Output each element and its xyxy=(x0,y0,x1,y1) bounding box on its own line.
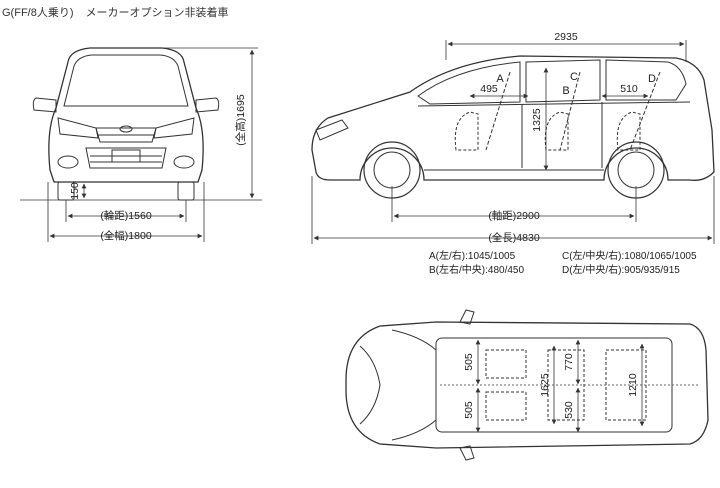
legend-c: C(左/中央/右):1080/1065/1005 xyxy=(562,251,697,262)
overall-height-label: (全高)1695 xyxy=(234,94,247,146)
dim-1325-label: 1325 xyxy=(531,108,543,132)
front-seat-top-label: 505 xyxy=(463,353,475,371)
center-width-label: 1625 xyxy=(539,373,551,397)
front-dimensions xyxy=(20,47,262,242)
ground-clearance-label: 150 xyxy=(69,182,81,200)
mid-seat-bottom-label: 530 xyxy=(563,401,575,419)
marker-b: B xyxy=(562,85,569,97)
legend-a: A(左/右):1045/1005 xyxy=(429,251,516,262)
overall-width-label: (全幅)1800 xyxy=(100,229,152,242)
diagram-header: G(FF/8人乗り) メーカーオプション非装着車 xyxy=(2,4,229,20)
interior-length-label: 2935 xyxy=(554,31,578,43)
marker-c: C xyxy=(570,71,578,83)
marker-d: D xyxy=(648,73,656,85)
side-view xyxy=(311,55,715,199)
mid-seat-top-label: 770 xyxy=(563,353,575,371)
marker-a: A xyxy=(496,73,504,85)
option-note: メーカーオプション非装着車 xyxy=(85,7,229,19)
front-seat-bottom-label: 505 xyxy=(463,401,475,419)
side-dimensions xyxy=(311,40,715,244)
top-view xyxy=(345,309,709,461)
legend-b: B(左右/中央):480/450 xyxy=(429,265,525,276)
track-label: (輪距)1560 xyxy=(100,209,152,222)
overall-length-label: (全長)4830 xyxy=(488,231,540,244)
dim-495-label: 495 xyxy=(480,83,498,95)
dim-510-label: 510 xyxy=(620,83,638,95)
legend-d: D(左/中央/右):905/935/915 xyxy=(562,265,680,276)
grade-label: G(FF/8人乗り) xyxy=(2,7,74,19)
rear-width-label: 1210 xyxy=(627,373,639,397)
wheelbase-label: (軸距)2900 xyxy=(488,209,540,222)
top-dimensions xyxy=(475,339,645,433)
front-view xyxy=(32,47,220,201)
